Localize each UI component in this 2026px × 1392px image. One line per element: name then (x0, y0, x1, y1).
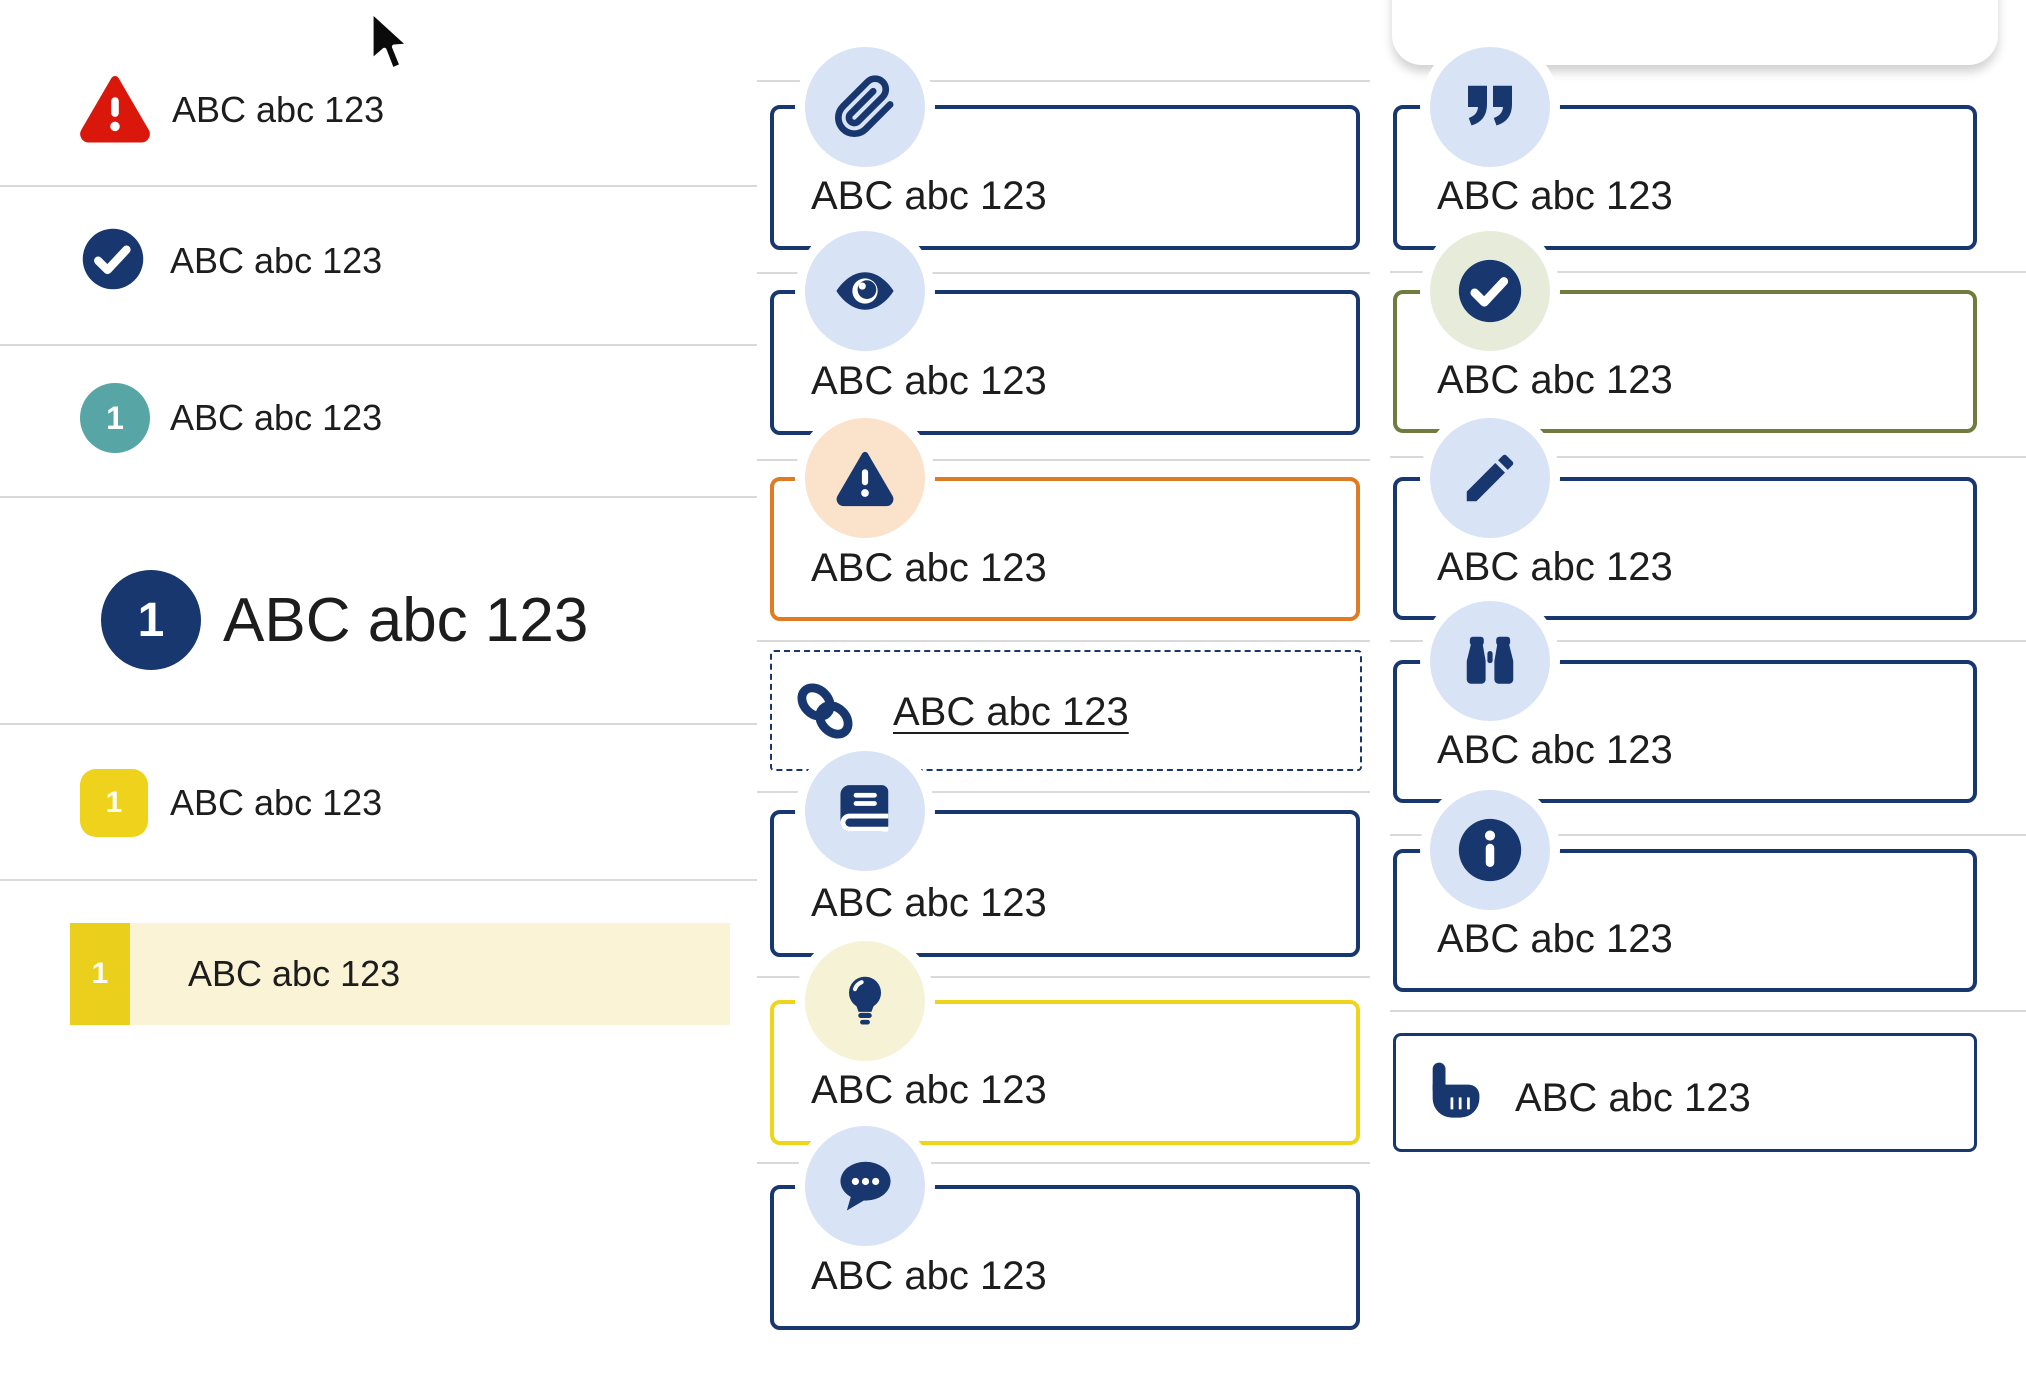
check-circle-icon (80, 226, 146, 297)
hand-pointer-icon (1418, 1056, 1484, 1131)
callout-attachment (770, 105, 1360, 250)
callout-label: ABC abc 123 (811, 546, 1047, 590)
divider (1390, 1010, 2026, 1012)
divider (757, 459, 1370, 461)
divider (1390, 640, 2026, 642)
callout-label: ABC abc 123 (1437, 728, 1673, 772)
list-item-label: ABC abc 123 (170, 782, 383, 823)
check-circle-icon (1430, 231, 1550, 351)
highlight-band: ABC abc 123 (130, 923, 730, 1025)
divider (757, 791, 1370, 793)
list-item-label: ABC abc 123 (170, 397, 383, 438)
divider (0, 344, 757, 346)
callout-explore (1393, 660, 1977, 803)
divider (757, 976, 1370, 978)
divider (0, 496, 757, 498)
mouse-cursor (367, 8, 413, 81)
pencil-icon (1430, 418, 1550, 538)
callout-label: ABC abc 123 (811, 174, 1047, 218)
callout-label: ABC abc 123 (811, 1068, 1047, 1112)
yellow-number-tab: 1 (70, 923, 130, 1025)
list-item-label: ABC abc 123 (170, 240, 383, 281)
list-item-highlighted: 1 ABC abc 123 (70, 923, 730, 1025)
divider (757, 1162, 1370, 1164)
page-heading: ABC abc 123 (223, 585, 589, 655)
heading-row: 1 ABC abc 123 (0, 562, 757, 678)
list-item-label: ABC abc 123 (188, 953, 401, 994)
book-icon (805, 751, 925, 871)
warning-triangle-icon (805, 418, 925, 538)
list-item-check: ABC abc 123 (0, 205, 757, 317)
callout-label: ABC abc 123 (1437, 358, 1673, 402)
yellow-number-badge: 1 (80, 769, 148, 837)
warning-triangle-icon (77, 70, 153, 151)
info-icon (1430, 790, 1550, 910)
lightbulb-icon (805, 941, 925, 1061)
callout-link (770, 650, 1362, 771)
callout-label: ABC abc 123 (1437, 545, 1673, 589)
callout-link-text[interactable]: ABC abc 123 (893, 690, 1129, 734)
divider (0, 185, 757, 187)
divider (0, 879, 757, 881)
callout-label: ABC abc 123 (1437, 174, 1673, 218)
callout-label: ABC abc 123 (1437, 917, 1673, 961)
divider (1390, 834, 2026, 836)
list-item-numbered-teal: 1 ABC abc 123 (0, 362, 757, 474)
chain-link-icon (792, 678, 858, 749)
speech-bubble-icon (805, 1126, 925, 1246)
eye-icon (805, 231, 925, 351)
callout-label: ABC abc 123 (811, 359, 1047, 403)
paperclip-icon (805, 47, 925, 167)
binoculars-icon (1430, 601, 1550, 721)
divider (757, 80, 1370, 82)
divider (757, 640, 1370, 642)
callout-label: ABC abc 123 (811, 881, 1047, 925)
quote-icon (1430, 47, 1550, 167)
callout-label: ABC abc 123 (811, 1254, 1047, 1298)
list-item-warning: ABC abc 123 (0, 54, 757, 166)
divider (0, 723, 757, 725)
list-item-label: ABC abc 123 (172, 89, 385, 130)
callout-label: ABC abc 123 (1515, 1076, 1751, 1120)
list-item-numbered-yellow: 1 ABC abc 123 (0, 747, 757, 859)
callout-action (1393, 1033, 1977, 1152)
navy-number-badge: 1 (101, 570, 201, 670)
teal-number-badge: 1 (80, 383, 150, 453)
divider (1390, 271, 2026, 273)
divider (1390, 456, 2026, 458)
divider (757, 272, 1370, 274)
